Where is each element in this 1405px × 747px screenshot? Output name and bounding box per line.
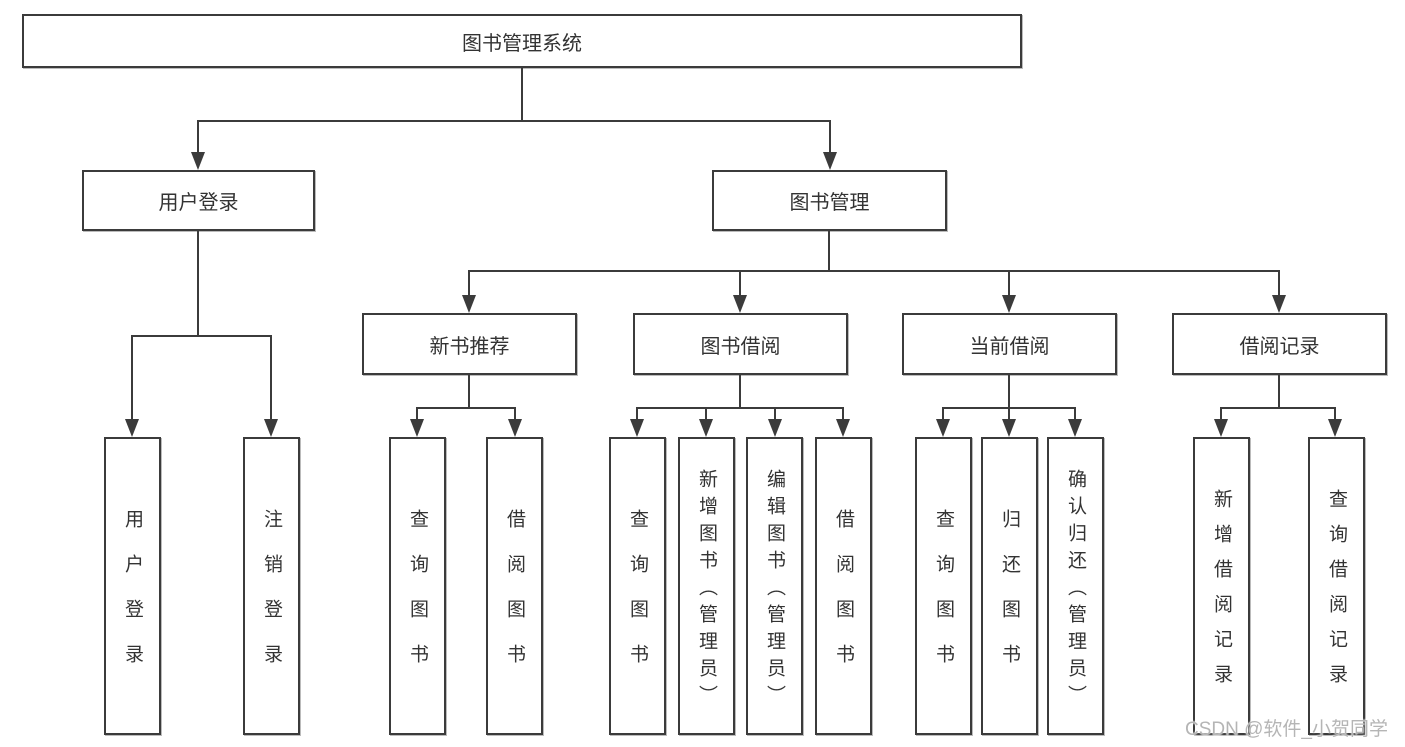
arrowhead-down-icon [699, 419, 713, 437]
node-add-borrowing-record: 新增借阅记录 [1193, 437, 1250, 735]
connector-line [1074, 407, 1076, 419]
node-logout: 注销登录 [243, 437, 300, 735]
node-label: 图书借阅 [700, 335, 781, 358]
arrowhead-down-icon [1068, 419, 1082, 437]
arrowhead-down-icon [410, 419, 424, 437]
node-label: 当前借阅 [969, 335, 1050, 358]
node-user-login-leaf: 用户登录 [104, 437, 161, 735]
node-label: 新增图书（管理员） [696, 468, 717, 712]
node-borrow-books-borrowing: 借阅图书 [815, 437, 872, 735]
connector-line [468, 375, 470, 409]
node-query-books-recommend: 查询图书 [389, 437, 446, 735]
node-label: 用户登录 [122, 509, 143, 689]
connector-line [1220, 407, 1222, 419]
node-borrowing-records: 借阅记录 [1172, 313, 1387, 375]
arrowhead-down-icon [508, 419, 522, 437]
connector-line [1334, 407, 1336, 419]
connector-line [774, 407, 776, 419]
node-query-books-current: 查询图书 [915, 437, 972, 735]
arrowhead-down-icon [836, 419, 850, 437]
node-label: 查询借阅记录 [1326, 489, 1347, 699]
connector-line [1278, 375, 1280, 409]
connector-line [1008, 270, 1010, 296]
node-book-borrowing: 图书借阅 [633, 313, 848, 375]
connector-line [1008, 407, 1010, 419]
node-add-books-admin: 新增图书（管理员） [678, 437, 735, 735]
connector-line [1278, 270, 1280, 296]
connector-line [416, 407, 418, 419]
connector-line [197, 120, 199, 154]
connector-line [829, 120, 831, 154]
node-current-borrowing: 当前借阅 [902, 313, 1117, 375]
node-borrow-books-recommend: 借阅图书 [486, 437, 543, 735]
connector-line [521, 68, 523, 122]
arrowhead-down-icon [936, 419, 950, 437]
arrowhead-down-icon [264, 419, 278, 437]
connector-line [1220, 407, 1336, 409]
node-edit-books-admin: 编辑图书（管理员） [746, 437, 803, 735]
connector-line [739, 375, 741, 409]
arrowhead-down-icon [823, 152, 837, 170]
csdn-watermark: CSDN @软件_小贺同学 [1185, 719, 1388, 740]
arrowhead-down-icon [1002, 419, 1016, 437]
node-library-management-system: 图书管理系统 [22, 14, 1022, 68]
node-label: 新书推荐 [429, 335, 510, 358]
arrowhead-down-icon [630, 419, 644, 437]
node-label: 新增借阅记录 [1211, 489, 1232, 699]
node-confirm-return-admin: 确认归还（管理员） [1047, 437, 1104, 735]
connector-line [828, 231, 830, 272]
arrowhead-down-icon [1328, 419, 1342, 437]
node-label: 借阅图书 [504, 509, 525, 689]
arrowhead-down-icon [768, 419, 782, 437]
node-new-book-recommendation: 新书推荐 [362, 313, 577, 375]
connector-line [416, 407, 516, 409]
node-label: 借阅记录 [1239, 335, 1320, 358]
connector-line [131, 335, 133, 419]
node-book-management: 图书管理 [712, 170, 947, 231]
connector-line [131, 335, 272, 337]
node-label: 编辑图书（管理员） [764, 468, 785, 712]
node-label: 注销登录 [261, 509, 282, 689]
node-query-borrowing-record: 查询借阅记录 [1308, 437, 1365, 735]
connector-line [270, 335, 272, 419]
node-user-login: 用户登录 [82, 170, 315, 231]
connector-line [197, 231, 199, 337]
connector-line [705, 407, 707, 419]
connector-line [739, 270, 741, 296]
connector-line [468, 270, 470, 296]
node-label: 归还图书 [999, 509, 1020, 689]
arrowhead-down-icon [191, 152, 205, 170]
node-label: 图书管理 [789, 192, 870, 214]
connector-line [636, 407, 844, 409]
connector-line [1008, 375, 1010, 409]
arrowhead-down-icon [462, 295, 476, 313]
connector-line [514, 407, 516, 419]
arrowhead-down-icon [733, 295, 747, 313]
connector-line [636, 407, 638, 419]
node-label: 查询图书 [627, 509, 648, 689]
connector-line [842, 407, 844, 419]
node-label: 借阅图书 [833, 509, 854, 689]
node-return-books: 归还图书 [981, 437, 1038, 735]
arrowhead-down-icon [1002, 295, 1016, 313]
connector-line [197, 120, 831, 122]
node-label: 用户登录 [158, 192, 239, 214]
node-query-books-borrowing: 查询图书 [609, 437, 666, 735]
node-label: 图书管理系统 [462, 32, 582, 55]
arrowhead-down-icon [1214, 419, 1228, 437]
node-label: 确认归还（管理员） [1065, 468, 1086, 712]
arrowhead-down-icon [1272, 295, 1286, 313]
connector-line [942, 407, 944, 419]
node-label: 查询图书 [407, 509, 428, 689]
connector-line [468, 270, 1280, 272]
node-label: 查询图书 [933, 509, 954, 689]
arrowhead-down-icon [125, 419, 139, 437]
